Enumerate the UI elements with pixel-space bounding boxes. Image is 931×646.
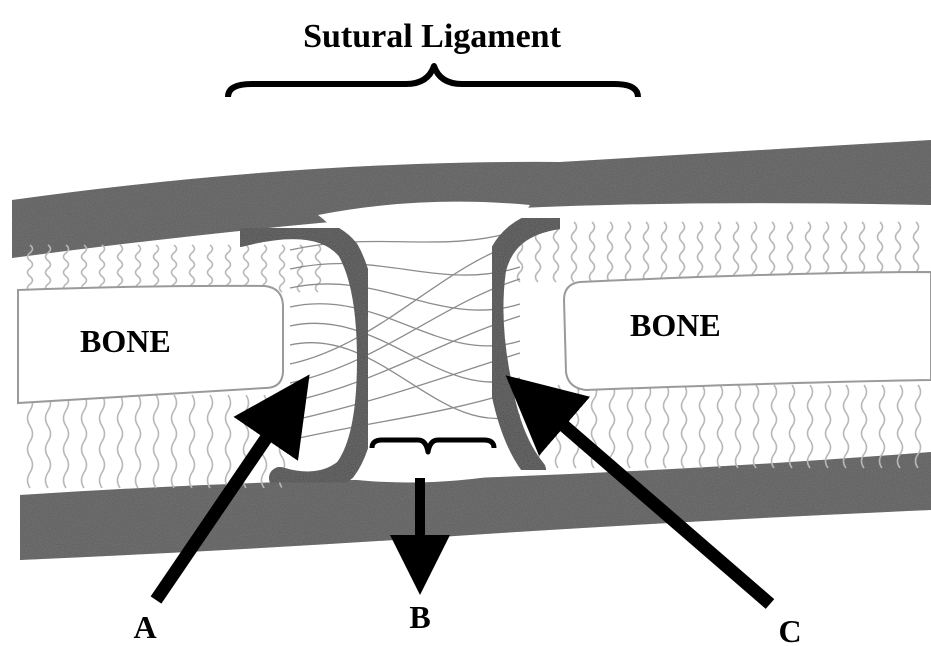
- bone-fiber: [208, 395, 213, 488]
- bone-fiber: [316, 245, 321, 292]
- bone-fiber: [172, 245, 177, 292]
- bone-fiber: [280, 245, 285, 292]
- bone-fiber: [808, 385, 813, 468]
- bone-fiber: [608, 222, 613, 282]
- bone-fiber: [734, 222, 739, 282]
- bone-fiber: [790, 385, 795, 468]
- diagram-title: Sutural Ligament: [303, 18, 562, 55]
- bone-fiber: [572, 222, 577, 282]
- bone-fiber: [626, 222, 631, 282]
- bone-fiber: [262, 245, 267, 292]
- bone-fiber: [736, 385, 741, 468]
- label-a: A: [133, 609, 156, 645]
- bone-fiber: [610, 385, 615, 468]
- bone-fiber: [718, 385, 723, 468]
- bone-fiber: [862, 385, 867, 468]
- bone-fiber: [118, 245, 123, 292]
- bone-fiber: [100, 395, 105, 488]
- bone-fiber: [770, 222, 775, 282]
- bone-fiber: [538, 385, 543, 468]
- bone-fiber: [664, 385, 669, 468]
- bone-fiber: [646, 385, 651, 468]
- label-c: C: [778, 613, 801, 646]
- bone-fiber: [698, 222, 703, 282]
- bone-fiber: [716, 222, 721, 282]
- bone-fiber: [826, 385, 831, 468]
- bone-fiber: [590, 222, 595, 282]
- bone-fiber: [680, 222, 685, 282]
- bone-fiber: [844, 385, 849, 468]
- label-b: B: [409, 599, 430, 635]
- bone-fiber: [190, 395, 195, 488]
- bone-fiber: [682, 385, 687, 468]
- bone-fiber: [298, 245, 303, 292]
- bone-fiber: [28, 395, 33, 488]
- bone-fiber: [752, 222, 757, 282]
- bone-fiber: [64, 395, 69, 488]
- right-bone: [564, 272, 931, 390]
- bone-fiber: [154, 245, 159, 292]
- bone-fiber: [644, 222, 649, 282]
- top-brace: [228, 66, 638, 97]
- bone-fiber: [700, 385, 705, 468]
- bone-fiber: [46, 395, 51, 488]
- bone-fiber: [662, 222, 667, 282]
- bone-fiber: [226, 395, 231, 488]
- bone-fiber: [136, 245, 141, 292]
- bone-fiber: [118, 395, 123, 488]
- bone-fiber: [82, 245, 87, 292]
- bone-fiber: [772, 385, 777, 468]
- right-capsule-layer: [492, 218, 560, 470]
- bone-fiber: [100, 245, 105, 292]
- bone-fiber: [754, 385, 759, 468]
- bone-fiber: [136, 395, 141, 488]
- bone-fiber: [172, 395, 177, 488]
- bone-left-label: BONE: [80, 323, 171, 359]
- bone-fiber: [154, 395, 159, 488]
- bone-fiber: [554, 222, 559, 282]
- bone-right-label: BONE: [630, 307, 721, 343]
- bone-fiber: [82, 395, 87, 488]
- bone-fiber: [788, 222, 793, 282]
- bone-fiber: [64, 245, 69, 292]
- bone-fiber: [880, 385, 885, 468]
- bone-fiber: [628, 385, 633, 468]
